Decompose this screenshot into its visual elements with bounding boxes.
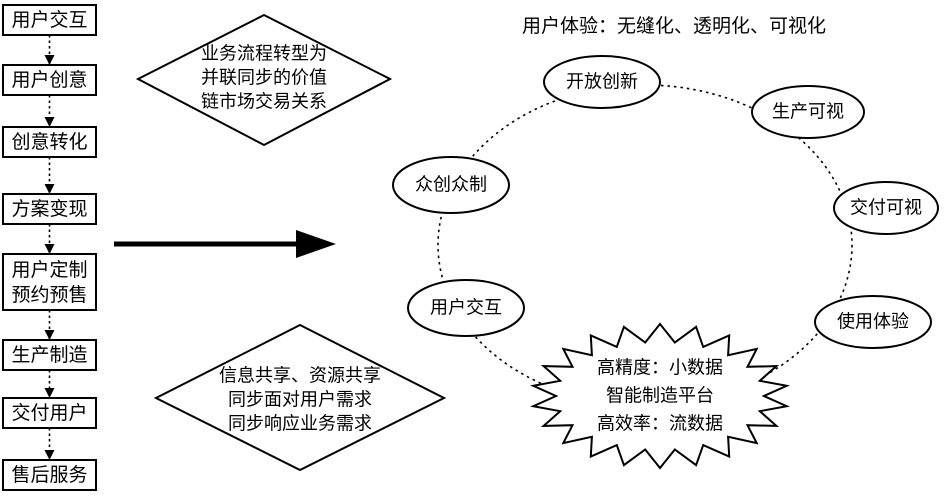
diamond-top-line-3: 链市场交易关系	[201, 92, 327, 113]
diamond-top-line-1: 业务流程转型为	[201, 44, 327, 65]
diamond-top-line-2: 并联同步的价值	[201, 68, 327, 89]
cycle-node-crowd-innovation: 众创众制	[392, 156, 510, 214]
diamond-top: 业务流程转型为 并联同步的价值 链市场交易关系	[135, 13, 393, 147]
cycle-node-label: 生产可视	[772, 102, 844, 123]
process-flow: 用户交互 用户创意 创意转化 方案变现 用户定制 预约预售 生产制造	[2, 4, 97, 491]
cycle-node-production-visible: 生产可视	[751, 85, 865, 139]
cycle-node-label: 开放创新	[566, 72, 638, 93]
process-step-manufacturing: 生产制造	[2, 339, 97, 371]
cycle-node-open-innovation: 开放创新	[543, 55, 661, 109]
cycle-node-label: 众创众制	[415, 175, 487, 196]
process-step-custom-presale: 用户定制 预约预售	[2, 253, 97, 311]
step-label: 交付用户	[11, 402, 87, 424]
hub-line-3: 高效率：流数据	[597, 414, 723, 435]
process-step-user-interaction: 用户交互	[2, 4, 97, 36]
step-label: 创意转化	[11, 131, 87, 153]
cycle-node-label: 用户交互	[430, 298, 502, 319]
cycle-node-delivery-visible: 交付可视	[833, 181, 939, 235]
cycle-node-label: 使用体验	[837, 312, 909, 333]
diamond-bottom-line-1: 信息共享、资源共享	[219, 366, 381, 387]
diamond-bottom-line-3: 同步响应业务需求	[228, 414, 372, 435]
hub-line-1: 高精度：小数据	[597, 358, 723, 379]
transition-arrow	[114, 230, 336, 258]
process-step-delivery: 交付用户	[2, 397, 97, 429]
process-step-plan-monetization: 方案变现	[2, 193, 97, 225]
user-experience-heading: 用户体验：无缝化、透明化、可视化	[522, 15, 826, 37]
process-step-idea-conversion: 创意转化	[2, 126, 97, 158]
hub-starburst: 高精度：小数据 智能制造平台 高效率：流数据	[529, 322, 791, 470]
hub-line-2: 智能制造平台	[606, 386, 714, 407]
cycle-node-usage-experience: 使用体验	[814, 295, 932, 349]
step-label-line-2: 预约预售	[11, 284, 87, 306]
step-label-line-1: 用户定制	[11, 259, 87, 281]
process-step-user-idea: 用户创意	[2, 64, 97, 96]
diamond-bottom-line-2: 同步面对用户需求	[228, 390, 372, 411]
step-label: 生产制造	[11, 344, 87, 366]
step-label: 方案变现	[11, 198, 87, 220]
step-label: 用户创意	[11, 69, 87, 91]
cycle-node-user-interaction: 用户交互	[407, 279, 525, 337]
cycle-node-label: 交付可视	[850, 198, 922, 219]
diamond-bottom: 信息共享、资源共享 同步面对用户需求 同步响应业务需求	[153, 323, 447, 472]
cycle-ring	[437, 84, 853, 406]
step-label: 用户交互	[11, 9, 87, 31]
step-label: 售后服务	[11, 464, 87, 486]
process-step-after-sales: 售后服务	[2, 459, 97, 491]
